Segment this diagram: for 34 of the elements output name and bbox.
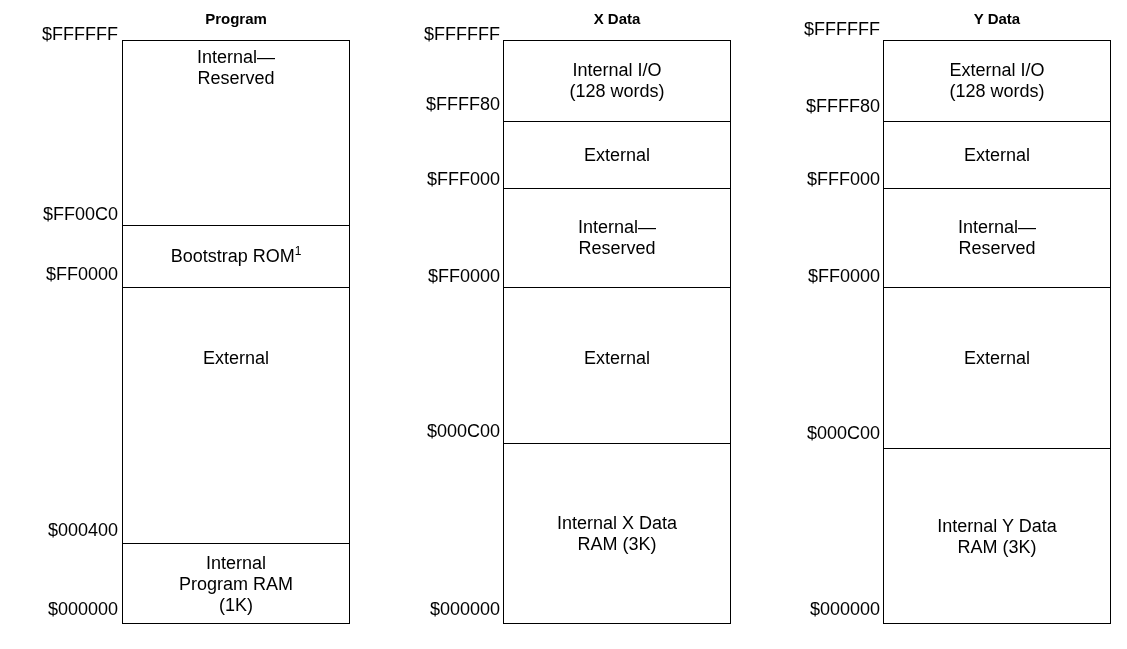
region-label: External — [201, 348, 270, 369]
column-heading: X Data — [592, 10, 642, 27]
region-label: Internal I/O (128 words) — [568, 60, 666, 102]
address-label: $FF0000 — [44, 264, 118, 285]
region-label: Internal Y Data RAM (3K) — [936, 515, 1058, 558]
address-label: $000400 — [46, 520, 118, 541]
region-label: Internal— Reserved — [195, 47, 276, 89]
region-label: External I/O (128 words) — [948, 60, 1046, 102]
address-label: $000000 — [46, 599, 118, 620]
address-label: $FFF000 — [425, 169, 500, 190]
region-label: Internal— Reserved — [956, 217, 1037, 259]
region-label: External — [962, 348, 1031, 369]
address-label: $FFFFFF — [41, 24, 118, 45]
region-label: External — [582, 348, 651, 369]
region-label: External — [962, 144, 1031, 166]
address-label: $000000 — [808, 599, 880, 620]
column-heading: Y Data — [972, 10, 1022, 27]
address-label: $FF0000 — [426, 266, 500, 287]
region-label: Internal— Reserved — [576, 217, 657, 259]
region-label: Internal X Data RAM (3K) — [555, 513, 679, 555]
region-label: External — [582, 144, 651, 166]
address-label: $000C00 — [805, 423, 880, 444]
region-label: Internal Program RAM (1K) — [178, 552, 294, 616]
address-label: $FFFFFF — [803, 19, 880, 40]
address-label: $FFFF80 — [805, 96, 880, 117]
address-label: $000C00 — [425, 421, 500, 442]
address-label: $000000 — [428, 599, 500, 620]
address-label: $FFFF80 — [425, 94, 500, 115]
address-label: $FF00C0 — [41, 204, 118, 225]
address-label: $FF0000 — [806, 266, 880, 287]
column-heading: Program — [204, 10, 268, 27]
address-label: $FFFFFF — [423, 24, 500, 45]
address-label: $FFF000 — [805, 169, 880, 190]
region-label: Bootstrap ROM$^{1}$ — [169, 246, 303, 267]
